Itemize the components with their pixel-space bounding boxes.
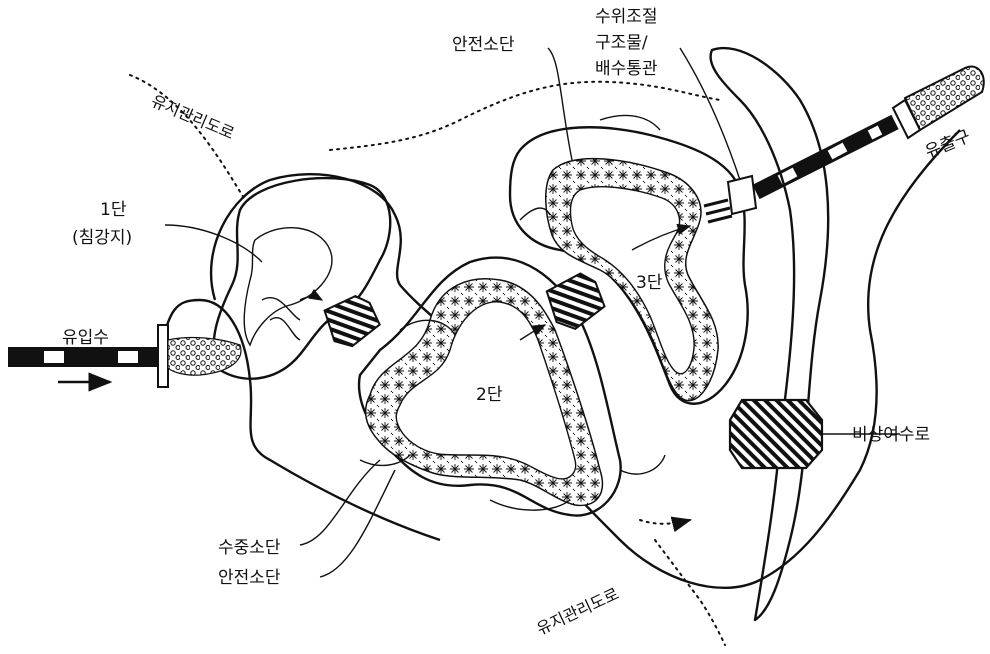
label-safety-shelf-bottom: 안전소단 bbox=[218, 568, 281, 588]
leader-safety-top bbox=[548, 48, 572, 160]
inflow-pipe-gap1 bbox=[44, 351, 64, 363]
leader-safety-bottom bbox=[320, 470, 395, 577]
emergency-spillway bbox=[730, 400, 822, 468]
label-safety-shelf-top: 안전소단 bbox=[452, 35, 515, 55]
riser-structure bbox=[728, 176, 756, 214]
label-stage1-line1: 1단 bbox=[100, 200, 127, 220]
maintenance-road-bottom bbox=[655, 540, 725, 645]
weir-1 bbox=[321, 292, 383, 352]
label-maintenance-road-top: 유지관리도로 bbox=[148, 91, 237, 143]
riser-pipes bbox=[704, 200, 732, 222]
label-stage3: 3단 bbox=[636, 273, 663, 293]
label-water-level-3: 배수통관 bbox=[595, 59, 658, 79]
label-maintenance-road-bottom: 유지관리도로 bbox=[534, 584, 622, 639]
label-stage1-line2: (침강지) bbox=[72, 228, 132, 248]
label-inflow: 유입수 bbox=[62, 328, 109, 348]
flow-arrow-road bbox=[640, 520, 690, 524]
label-water-level-1: 수위조절 bbox=[595, 7, 658, 27]
stage1-inner bbox=[244, 228, 332, 345]
inflow-pipe-flange bbox=[158, 325, 168, 387]
leader-water-level bbox=[680, 48, 740, 180]
label-water-level-2: 구조물/ bbox=[595, 33, 648, 53]
outlet-riprap bbox=[905, 67, 984, 130]
label-stage2: 2단 bbox=[476, 385, 503, 405]
leader-underwater bbox=[300, 460, 380, 545]
label-outflow: 유출구 bbox=[922, 127, 973, 163]
label-emergency-spillway: 비상여수로 bbox=[852, 425, 930, 445]
inflow-pipe-gap2 bbox=[118, 351, 138, 363]
inflow-gravel bbox=[168, 338, 241, 376]
label-underwater-shelf: 수중소단 bbox=[218, 538, 281, 558]
spillway-channel bbox=[711, 48, 829, 620]
